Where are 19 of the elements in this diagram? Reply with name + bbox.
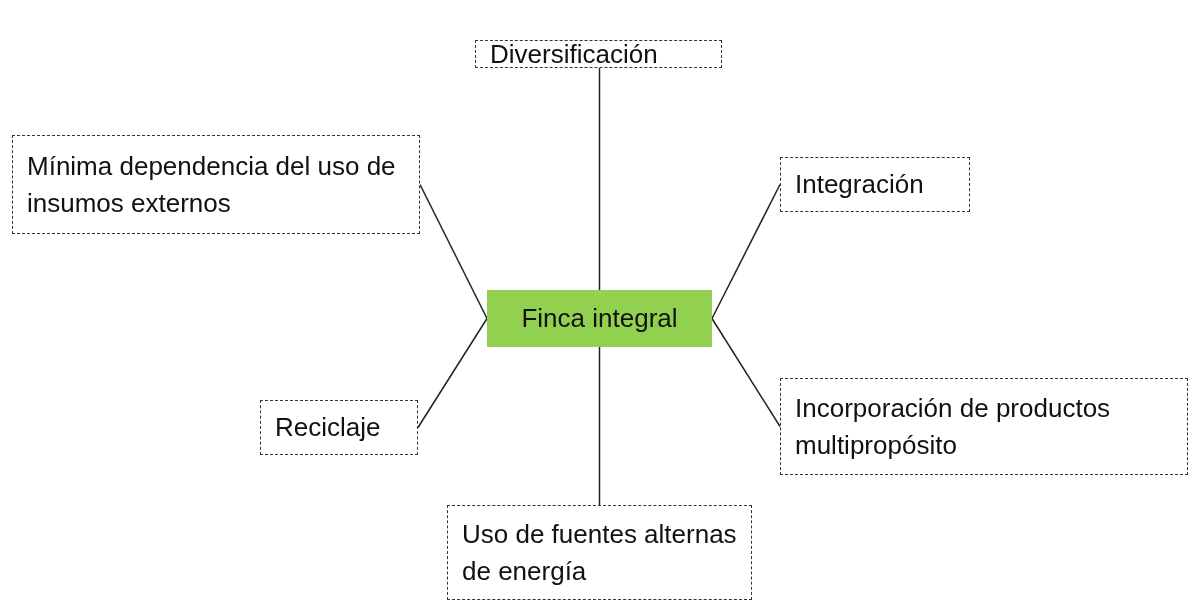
node-label: Diversificación (490, 37, 658, 71)
node-label: Mínima dependencia del uso de insumos externos (27, 150, 397, 220)
connector-line (598, 346, 601, 506)
node-label: Reciclaje (275, 411, 381, 445)
node-label: Integración (795, 168, 924, 202)
dashed-box (475, 40, 722, 68)
node-label: Finca integral (521, 302, 678, 336)
dashed-box (780, 157, 970, 212)
dashed-box (260, 400, 418, 455)
connector-line (419, 183, 488, 320)
dashed-box (12, 135, 420, 234)
dashed-box (447, 505, 752, 600)
node-label: Incorporación de productos multipropósito (795, 392, 1112, 462)
connector-line (598, 67, 601, 291)
central-box (487, 290, 712, 347)
connector-line (711, 317, 781, 428)
dashed-box (780, 378, 1188, 475)
node-label: Uso de fuentes alternas de energía (462, 518, 737, 588)
connector-line (417, 317, 488, 429)
